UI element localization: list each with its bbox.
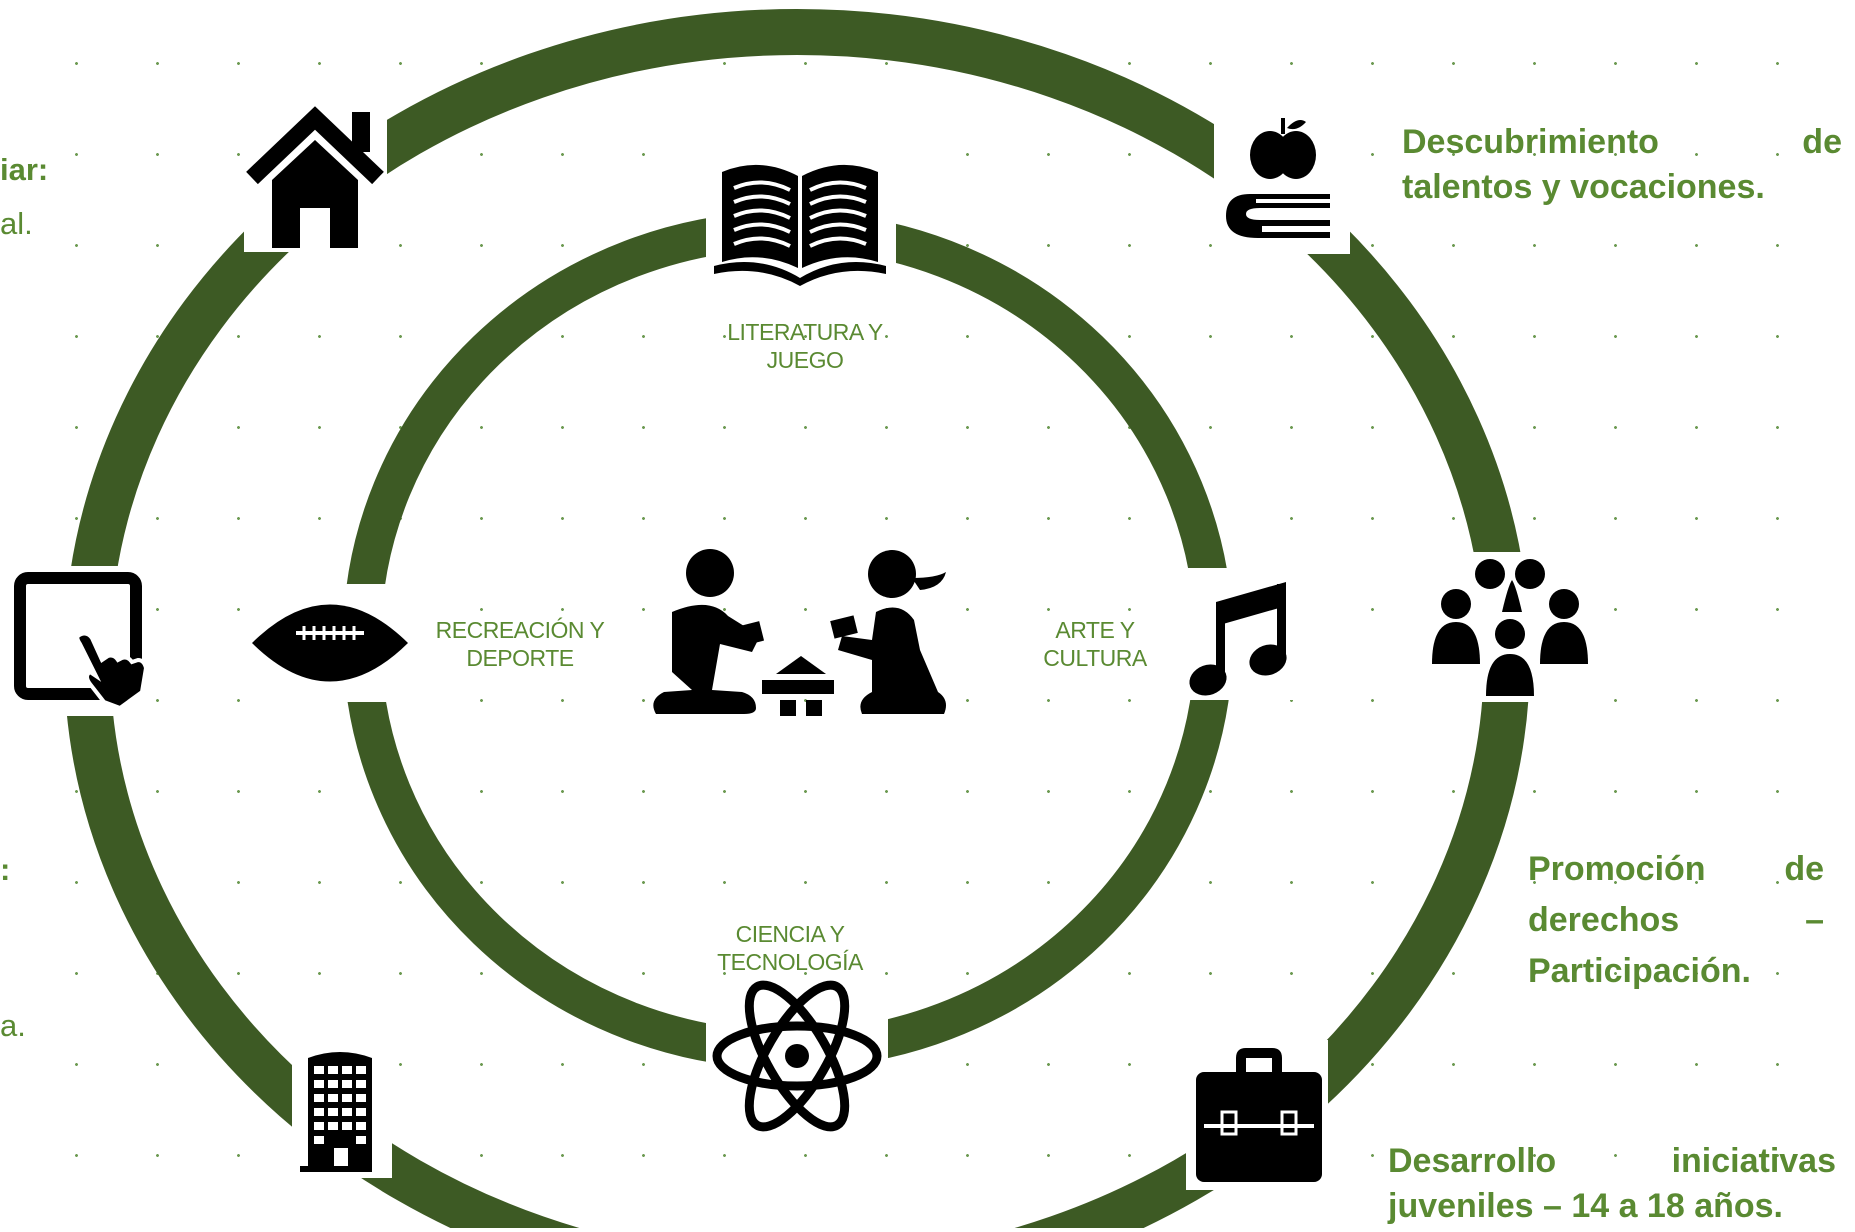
children-playing-icon bbox=[653, 549, 946, 716]
community-group-icon bbox=[1426, 552, 1588, 702]
text-juveniles: Desarrollo iniciativas juveniles – 14 a … bbox=[1388, 1136, 1836, 1232]
left-fragment-1: iar: bbox=[0, 152, 49, 187]
text-juveniles-line1: Desarrollo iniciativas bbox=[1388, 1142, 1836, 1180]
text-derechos-line2: derechos – bbox=[1528, 901, 1824, 939]
text-derechos-line1: Promoción de bbox=[1528, 850, 1824, 888]
atom-icon bbox=[706, 980, 888, 1132]
briefcase-icon bbox=[1186, 1040, 1328, 1190]
home-icon bbox=[244, 104, 387, 252]
football-icon bbox=[244, 584, 414, 702]
label-literatura-juego: LITERATURA Y JUEGO bbox=[727, 319, 883, 373]
building-icon bbox=[292, 1040, 392, 1178]
apple-book-icon bbox=[1214, 110, 1350, 254]
text-talentos: Descubrimiento de talentos y vocaciones. bbox=[1402, 117, 1842, 213]
label-arte-cultura: ARTE Y CULTURA bbox=[1043, 617, 1147, 671]
text-talentos-line2: talentos y vocaciones. bbox=[1402, 168, 1765, 206]
open-book-icon bbox=[706, 150, 896, 286]
label-recreacion-deporte: RECREACIÓN Y DEPORTE bbox=[435, 617, 605, 671]
left-fragment-4: a. bbox=[0, 1008, 26, 1043]
left-fragment-2: al. bbox=[0, 206, 33, 241]
text-juveniles-line2: juveniles – 14 a 18 años. bbox=[1388, 1187, 1784, 1225]
tablet-touch-icon bbox=[8, 566, 149, 716]
text-derechos: Promoción de derechos – Participación. bbox=[1528, 844, 1824, 997]
label-ciencia-tecnologia: CIENCIA Y TECNOLOGÍA bbox=[717, 921, 863, 975]
text-derechos-line3: Participación. bbox=[1528, 952, 1751, 990]
music-note-icon bbox=[1180, 568, 1316, 700]
text-talentos-line1: Descubrimiento de bbox=[1402, 123, 1842, 161]
left-fragment-3: : bbox=[0, 852, 11, 887]
